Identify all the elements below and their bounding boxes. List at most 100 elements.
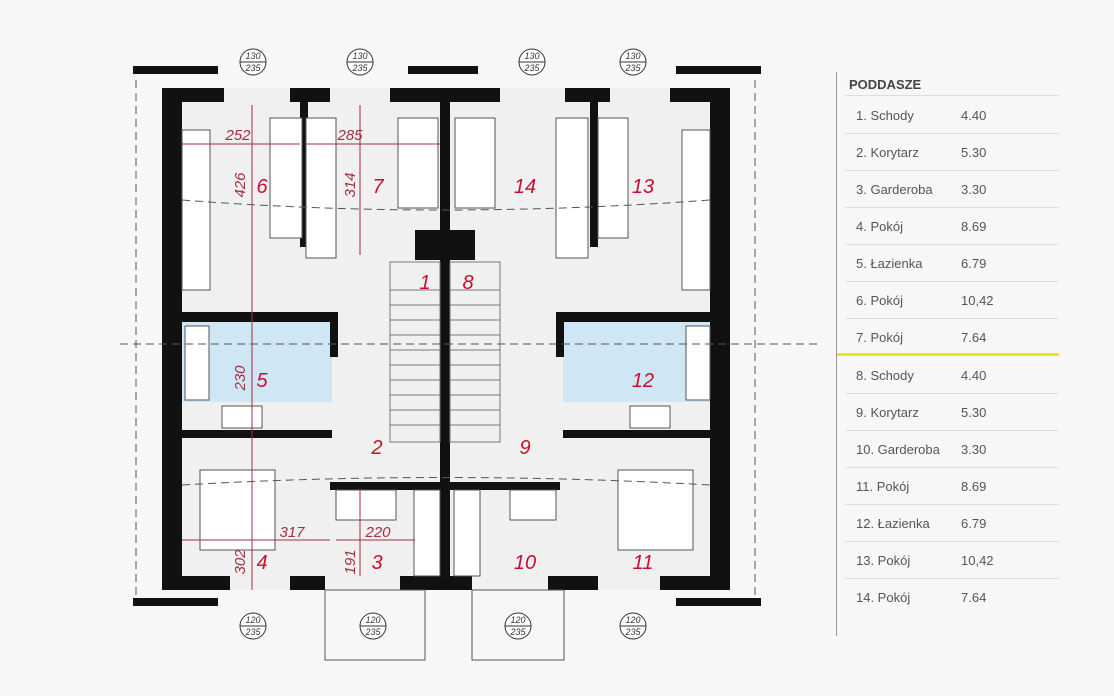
svg-text:235: 235	[624, 627, 641, 637]
room-label-4: 4	[256, 552, 267, 574]
room-area: 7.64	[961, 590, 987, 605]
room-label-6: 6	[256, 176, 268, 198]
room-label-13: 13	[632, 176, 654, 198]
svg-text:235: 235	[244, 63, 261, 73]
dim-314: 314	[342, 172, 359, 197]
room-area: 5.30	[961, 145, 987, 160]
room-label-9: 9	[519, 437, 530, 459]
dim-252: 252	[224, 127, 251, 144]
svg-text:120: 120	[245, 615, 260, 625]
dim-191: 191	[342, 549, 359, 574]
svg-text:235: 235	[624, 63, 641, 73]
room-label-10: 10	[514, 552, 536, 574]
furniture	[181, 117, 711, 577]
table-title: PODDASZE	[849, 77, 922, 92]
svg-text:130: 130	[625, 51, 640, 61]
table-row: 10. Garderoba 3.30	[845, 430, 1059, 468]
svg-text:235: 235	[509, 627, 526, 637]
room-name: 5. Łazienka	[856, 256, 923, 271]
unit-separator	[837, 353, 1059, 356]
room-area: 3.30	[961, 442, 987, 457]
room-label-8: 8	[462, 272, 473, 294]
room-area: 3.30	[961, 182, 987, 197]
svg-text:235: 235	[523, 63, 540, 73]
svg-text:120: 120	[510, 615, 525, 625]
table-row: 2. Korytarz 5.30	[845, 133, 1059, 171]
room-area: 10,42	[961, 553, 994, 568]
room-label-2: 2	[370, 437, 382, 459]
table-row: 9. Korytarz 5.30	[845, 393, 1059, 431]
room-name: 11. Pokój	[856, 479, 910, 494]
svg-text:235: 235	[364, 627, 381, 637]
room-name: 4. Pokój	[856, 219, 903, 234]
room-area: 7.64	[961, 330, 987, 345]
room-area: 10,42	[961, 293, 994, 308]
dim-317: 317	[279, 524, 305, 541]
table-row: 1. Schody 4.40	[845, 96, 1059, 134]
room-area: 4.40	[961, 108, 987, 123]
dim-302: 302	[232, 549, 249, 575]
room-area: 8.69	[961, 219, 987, 234]
room-label-7: 7	[372, 176, 384, 198]
table-row: 11. Pokój 8.69	[845, 467, 1059, 505]
room-label-5: 5	[256, 370, 268, 392]
table-row: 14. Pokój 7.64	[845, 578, 1059, 615]
room-label-1: 1	[419, 272, 430, 294]
room-area: 6.79	[961, 516, 987, 531]
room-name: 8. Schody	[856, 368, 914, 383]
table-row: 8. Schody 4.40	[845, 356, 1059, 394]
dim-285: 285	[336, 127, 363, 144]
room-label-14: 14	[514, 176, 536, 198]
table-row: 5. Łazienka 6.79	[845, 244, 1059, 282]
dim-230: 230	[232, 365, 249, 392]
table-row: 6. Pokój 10,42	[845, 281, 1059, 319]
room-labels: 1 2 3 4 5 6 7 8 9 10 11 12 13 14	[256, 176, 654, 574]
room-name: 13. Pokój	[856, 553, 911, 568]
svg-text:130: 130	[524, 51, 539, 61]
room-area: 4.40	[961, 368, 987, 383]
dim-426: 426	[232, 172, 249, 198]
room-name: 7. Pokój	[856, 330, 903, 345]
table-row: 12. Łazienka 6.79	[845, 504, 1059, 542]
room-name: 3. Garderoba	[856, 182, 933, 197]
room-name: 1. Schody	[856, 108, 914, 123]
axis-lines	[120, 80, 820, 595]
room-label-12: 12	[632, 370, 654, 392]
svg-text:120: 120	[625, 615, 640, 625]
room-name: 12. Łazienka	[856, 516, 930, 531]
room-name: 14. Pokój	[856, 590, 911, 605]
walls	[133, 66, 761, 606]
divider	[845, 95, 1059, 96]
stairs	[389, 261, 501, 443]
room-area: 8.69	[961, 479, 987, 494]
table-row: 4. Pokój 8.69	[845, 207, 1059, 245]
room-name: 2. Korytarz	[856, 145, 919, 160]
svg-text:130: 130	[245, 51, 260, 61]
room-area-table: PODDASZE 1. Schody 4.40 2. Korytarz 5.30 3…	[836, 72, 1061, 636]
table-row: 13. Pokój 10,42	[845, 541, 1059, 579]
room-name: 6. Pokój	[856, 293, 903, 308]
room-area: 5.30	[961, 405, 987, 420]
room-label-3: 3	[371, 552, 382, 574]
svg-text:120: 120	[365, 615, 380, 625]
table-row: 3. Garderoba 3.30	[845, 170, 1059, 208]
dim-220: 220	[364, 524, 391, 541]
svg-text:235: 235	[351, 63, 368, 73]
dimension-labels: 252 285 426 314 230 317 220 302 191	[224, 127, 391, 575]
room-area: 6.79	[961, 256, 987, 271]
room-label-11: 11	[633, 552, 654, 574]
room-name: 10. Garderoba	[856, 442, 940, 457]
svg-text:235: 235	[244, 627, 261, 637]
room-name: 9. Korytarz	[856, 405, 919, 420]
table-row: 7. Pokój 7.64	[845, 318, 1059, 355]
